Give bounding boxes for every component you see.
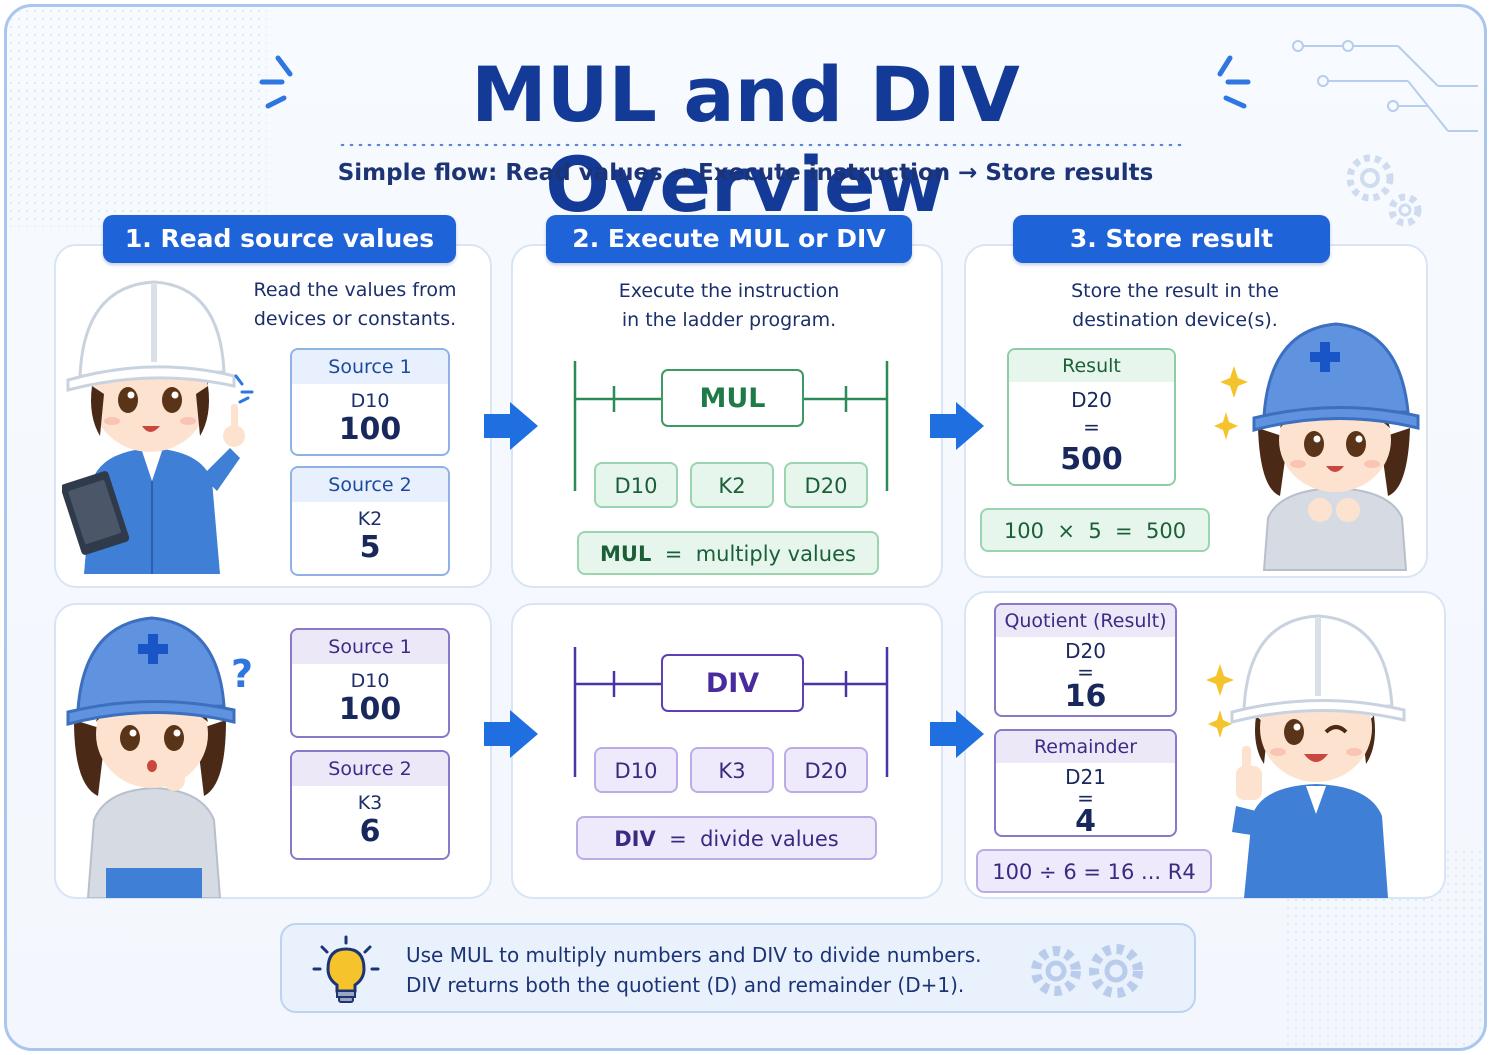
- mul-result-device: D20: [1071, 388, 1112, 412]
- div-remainder-equals: =: [1077, 786, 1094, 810]
- mul-ladder-rung: [573, 361, 889, 491]
- mul-result-header: Result: [1009, 350, 1174, 382]
- mul-source2-box: Source 2 K2 5: [290, 466, 450, 576]
- mul-operand-3: D20: [784, 462, 868, 508]
- lightbulb-icon: [312, 935, 380, 1003]
- page-subtitle: Simple flow: Read values → Execute instr…: [337, 160, 1154, 186]
- div-source1-device: D10: [350, 670, 390, 692]
- div-source2-header: Source 2: [292, 752, 448, 786]
- worker-boy-clipboard-illustration: [62, 280, 245, 574]
- div-quotient-device: D20: [1065, 639, 1106, 663]
- div-note: DIV = divide values: [576, 816, 877, 860]
- div-quotient-value: 16: [1064, 679, 1107, 714]
- mul-note-text: multiply values: [695, 542, 856, 566]
- step3-description-line1: Store the result in the: [1071, 280, 1279, 302]
- arrow-right-icon: [484, 402, 538, 450]
- step2-description-line2: in the ladder program.: [621, 309, 837, 331]
- worker-girl-happy-illustration: [1252, 322, 1420, 571]
- star-sparkle-icon: [1206, 664, 1234, 738]
- mul-note: MUL = multiply values: [577, 531, 879, 575]
- div-source2-box: Source 2 K3 6: [290, 750, 450, 860]
- sparkle-lines-icon: [234, 374, 254, 404]
- star-sparkle-icon: [1214, 366, 1248, 440]
- worker-boy-thumbs-up-illustration: [1230, 614, 1406, 898]
- title-underline: [338, 142, 1182, 148]
- div-note-text: divide values: [700, 827, 839, 851]
- mul-result-equals: =: [1083, 415, 1100, 439]
- step2-description: Execute the instruction in the ladder pr…: [598, 277, 860, 335]
- mul-source1-value: 100: [338, 412, 402, 447]
- div-source2-device: K3: [357, 792, 383, 814]
- worker-girl-thinking-illustration: [66, 616, 236, 898]
- title-sparkle-left-icon: [259, 55, 293, 109]
- div-note-keyword: DIV: [614, 827, 656, 851]
- mul-result-box: Result D20 = 500: [1007, 348, 1176, 486]
- mul-source2-header: Source 2: [292, 468, 448, 502]
- tip-line-2: DIV returns both the quotient (D) and re…: [406, 973, 965, 997]
- mul-note-keyword: MUL: [600, 542, 652, 566]
- circuit-decoration-icon: [1292, 40, 1478, 132]
- div-remainder-box: Remainder D21 = 4: [994, 729, 1177, 837]
- step3-header: 3. Store result: [1013, 215, 1330, 263]
- div-operand-1: D10: [594, 747, 678, 793]
- step2-description-line1: Execute the instruction: [618, 280, 840, 302]
- tip-box: Use MUL to multiply numbers and DIV to d…: [280, 923, 1196, 1013]
- div-source1-box: Source 1 D10 100: [290, 628, 450, 738]
- div-quotient-box: Quotient (Result) D20 = 16: [994, 603, 1177, 717]
- mul-source1-header: Source 1: [292, 350, 448, 384]
- div-ladder-rung: [573, 647, 889, 777]
- step1-description-line1: Read the values from: [253, 279, 457, 301]
- dot-pattern-top-left: [7, 7, 267, 227]
- div-note-equals: =: [669, 827, 687, 851]
- step3-description: Store the result in the destination devi…: [1050, 277, 1300, 335]
- question-mark: ?: [231, 652, 254, 696]
- arrow-right-icon: [930, 402, 984, 450]
- title-sparkle-right-icon: [1217, 55, 1251, 109]
- tip-line-1: Use MUL to multiply numbers and DIV to d…: [406, 943, 982, 967]
- div-formula: 100 ÷ 6 = 16 ... R4: [976, 849, 1212, 893]
- step3-description-line2: destination device(s).: [1072, 309, 1278, 331]
- page-title: MUL and DIV Overview: [471, 50, 1020, 229]
- div-quotient-equals: =: [1077, 660, 1094, 684]
- gear-icon: [1346, 154, 1422, 227]
- mul-result-value: 500: [1060, 442, 1123, 477]
- div-source1-header: Source 1: [292, 630, 448, 664]
- step1-description-line2: devices or constants.: [253, 308, 457, 330]
- step2-header: 2. Execute MUL or DIV: [546, 215, 912, 263]
- mul-formula: 100 × 5 = 500: [980, 508, 1210, 552]
- div-source1-value: 100: [338, 692, 402, 727]
- mul-source2-device: K2: [357, 508, 383, 530]
- div-remainder-device: D21: [1065, 765, 1106, 789]
- arrow-right-icon: [484, 710, 538, 758]
- mul-operand-1: D10: [594, 462, 678, 508]
- mul-instruction-box: MUL: [661, 369, 804, 427]
- div-instruction-box: DIV: [661, 654, 804, 712]
- div-remainder-value: 4: [1075, 804, 1096, 837]
- div-source2-value: 6: [359, 814, 381, 849]
- step1-description: Read the values from devices or constant…: [240, 276, 470, 334]
- mul-note-equals: =: [664, 542, 683, 566]
- mul-source1-box: Source 1 D10 100: [290, 348, 450, 456]
- mul-source2-value: 5: [359, 530, 381, 565]
- div-remainder-header: Remainder: [996, 731, 1175, 763]
- mul-source1-device: D10: [350, 390, 390, 412]
- gear-icon: [1031, 944, 1143, 998]
- div-quotient-header: Quotient (Result): [996, 605, 1175, 637]
- div-operand-2: K3: [690, 747, 774, 793]
- div-operand-3: D20: [784, 747, 868, 793]
- step1-header: 1. Read source values: [103, 215, 456, 263]
- mul-operand-2: K2: [690, 462, 774, 508]
- arrow-right-icon: [930, 710, 984, 758]
